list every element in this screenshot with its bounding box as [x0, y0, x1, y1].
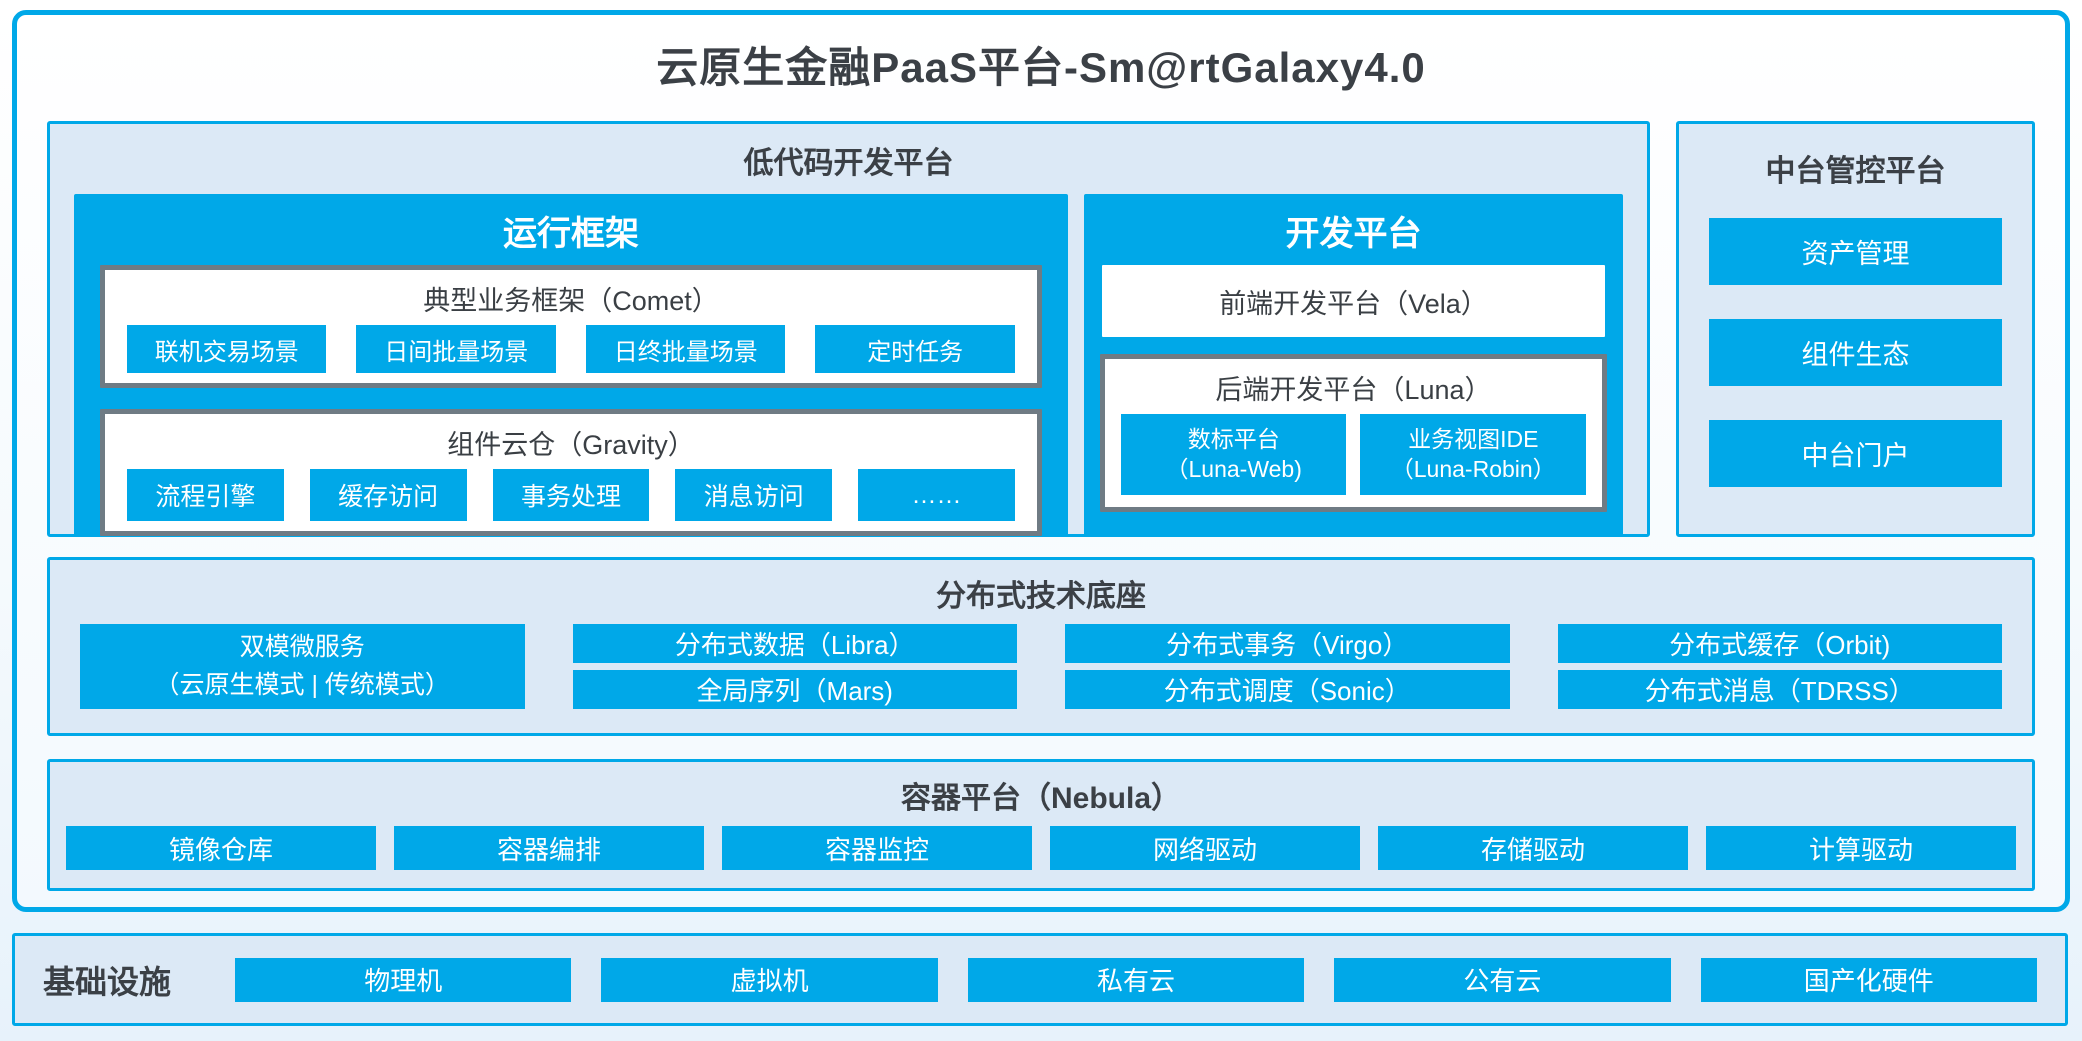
distributed-item: 全局序列（Mars): [572, 670, 1017, 709]
architecture-frame: 云原生金融PaaS平台-Sm@rtGalaxy4.0 低代码开发平台 运行框架 …: [12, 10, 2070, 912]
panel-runtime-framework: 运行框架 典型业务框架（Comet） 联机交易场景 日间批量场景 日终批量场景 …: [74, 194, 1068, 536]
comet-item: 日终批量场景: [585, 325, 786, 373]
comet-item: 定时任务: [815, 325, 1015, 373]
luna-title: 后端开发平台（Luna）: [1215, 375, 1492, 405]
box-luna-backend: 后端开发平台（Luna） 数标平台 （Luna-Web) 业务视图IDE （Lu…: [1099, 354, 1607, 512]
container-item: 计算驱动: [1706, 826, 2016, 870]
distributed-base-label: 分布式技术底座: [936, 580, 1146, 613]
comet-items-row: 联机交易场景 日间批量场景 日终批量场景 定时任务: [127, 325, 1015, 373]
luna-items-row: 数标平台 （Luna-Web) 业务视图IDE （Luna-Robin）: [1120, 414, 1586, 495]
dual-mode-microservice-box: 双模微服务 （云原生模式 | 传统模式）: [80, 624, 525, 709]
runtime-framework-title: 运行框架: [502, 215, 639, 253]
page-title: 云原生金融PaaS平台-Sm@rtGalaxy4.0: [656, 44, 1426, 91]
luna-web-line2: （Luna-Web): [1165, 455, 1302, 482]
luna-robin-line2: （Luna-Robin）: [1390, 455, 1556, 482]
distributed-item: 分布式调度（Sonic）: [1065, 670, 1510, 709]
middle-management-label: 中台管控平台: [1765, 155, 1946, 188]
comet-item: 联机交易场景: [127, 325, 327, 373]
box-gravity-repo: 组件云仓（Gravity） 流程引擎 缓存访问 事务处理 消息访问 ……: [100, 409, 1042, 536]
middle-item: 资产管理: [1709, 218, 2002, 285]
distributed-item: 分布式事务（Virgo）: [1065, 624, 1510, 663]
container-item: 网络驱动: [1050, 826, 1360, 870]
box-vela-frontend: 前端开发平台（Vela）: [1101, 265, 1605, 337]
comet-item: 日间批量场景: [356, 325, 556, 373]
middle-item: 组件生态: [1709, 319, 2002, 386]
distributed-item: 分布式数据（Libra）: [572, 624, 1017, 663]
box-comet-framework: 典型业务框架（Comet） 联机交易场景 日间批量场景 日终批量场景 定时任务: [100, 265, 1042, 388]
gravity-items-row: 流程引擎 缓存访问 事务处理 消息访问 ……: [127, 469, 1015, 521]
gravity-item: 缓存访问: [309, 469, 467, 521]
lowcode-platform-label: 低代码开发平台: [743, 147, 954, 180]
infrastructure-item: 私有云: [967, 957, 1305, 1002]
panel-infrastructure: 基础设施 物理机 虚拟机 私有云 公有云 国产化硬件: [12, 933, 2068, 1026]
dev-platform-title: 开发平台: [1285, 215, 1422, 253]
middle-items: 资产管理 组件生态 中台门户: [1709, 218, 2002, 487]
luna-robin-item: 业务视图IDE （Luna-Robin）: [1360, 414, 1586, 495]
container-item: 容器编排: [394, 826, 704, 870]
luna-web-line1: 数标平台: [1187, 425, 1280, 452]
infrastructure-item: 国产化硬件: [1700, 957, 2037, 1002]
container-item: 容器监控: [722, 826, 1032, 870]
middle-item: 中台门户: [1709, 420, 2002, 487]
container-item: 存储驱动: [1378, 826, 1688, 870]
gravity-title: 组件云仓（Gravity）: [447, 430, 695, 460]
gravity-item: 流程引擎: [127, 469, 284, 521]
panel-middle-management: 中台管控平台 资产管理 组件生态 中台门户: [1676, 121, 2035, 537]
panel-lowcode-platform: 低代码开发平台 运行框架 典型业务框架（Comet） 联机交易场景 日间批量场景…: [47, 121, 1650, 537]
dual-mode-line1: 双模微服务: [239, 633, 365, 661]
panel-distributed-base: 分布式技术底座 双模微服务 （云原生模式 | 传统模式） 分布式数据（Libra…: [47, 557, 2035, 736]
distributed-body: 双模微服务 （云原生模式 | 传统模式） 分布式数据（Libra） 全局序列（M…: [50, 624, 2032, 733]
panel-dev-platform: 开发平台 前端开发平台（Vela） 后端开发平台（Luna） 数标平台 （Lun…: [1083, 194, 1623, 536]
distributed-column: 分布式缓存（Orbit) 分布式消息（TDRSS）: [1557, 624, 2002, 709]
gravity-item: 消息访问: [675, 469, 833, 521]
container-item: 镜像仓库: [66, 826, 376, 870]
distributed-column: 分布式事务（Virgo） 分布式调度（Sonic）: [1065, 624, 1510, 709]
distributed-column: 分布式数据（Libra） 全局序列（Mars): [572, 624, 1017, 709]
distributed-item: 分布式消息（TDRSS）: [1557, 670, 2002, 709]
top-row: 低代码开发平台 运行框架 典型业务框架（Comet） 联机交易场景 日间批量场景…: [47, 121, 2035, 537]
container-platform-label: 容器平台（Nebula）: [900, 782, 1182, 815]
lowcode-body: 运行框架 典型业务框架（Comet） 联机交易场景 日间批量场景 日终批量场景 …: [50, 194, 1647, 552]
luna-robin-line1: 业务视图IDE: [1408, 425, 1539, 452]
infrastructure-item: 物理机: [235, 957, 572, 1002]
panel-container-platform: 容器平台（Nebula） 镜像仓库 容器编排 容器监控 网络驱动 存储驱动 计算…: [47, 759, 2035, 891]
infrastructure-item: 公有云: [1334, 957, 1671, 1002]
gravity-item-more: ……: [858, 469, 1015, 521]
luna-web-item: 数标平台 （Luna-Web): [1120, 414, 1347, 495]
gravity-item: 事务处理: [492, 469, 650, 521]
distributed-item: 分布式缓存（Orbit): [1557, 624, 2002, 663]
container-items-row: 镜像仓库 容器编排 容器监控 网络驱动 存储驱动 计算驱动: [66, 826, 2016, 870]
infrastructure-label: 基础设施: [43, 963, 172, 1000]
infrastructure-item: 虚拟机: [601, 957, 938, 1002]
comet-title: 典型业务框架（Comet）: [423, 286, 719, 316]
dual-mode-line2: （云原生模式 | 传统模式）: [154, 670, 450, 699]
